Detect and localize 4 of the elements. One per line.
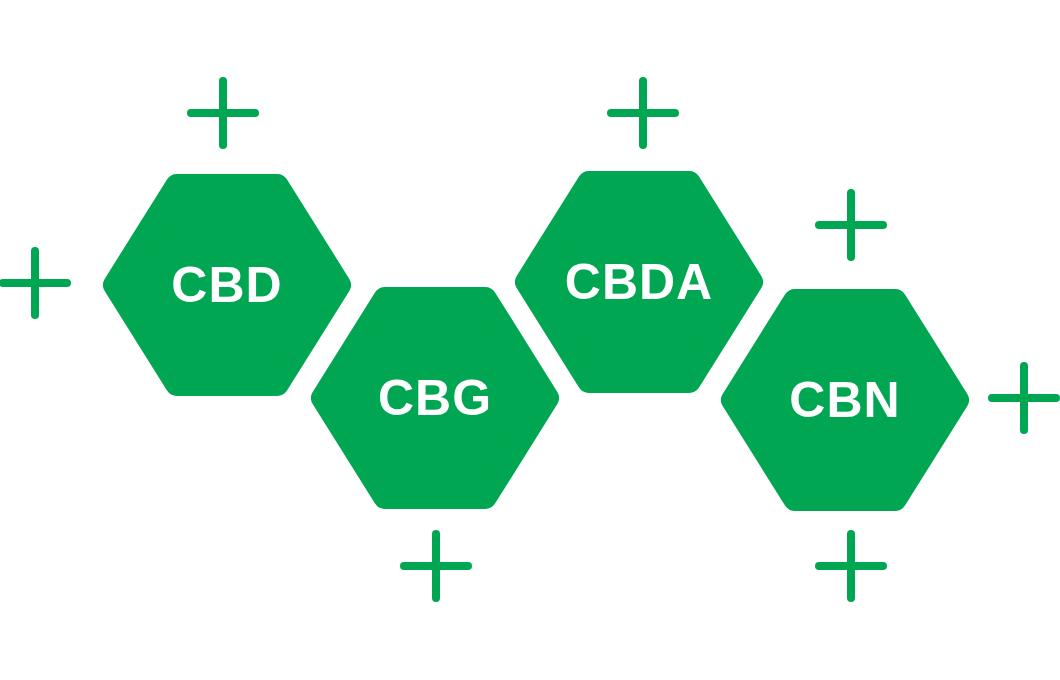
node-label: CBDA — [563, 253, 715, 311]
node-label: CBG — [376, 369, 494, 427]
node-label: CBD — [170, 256, 284, 314]
node-label: CBN — [788, 371, 902, 429]
